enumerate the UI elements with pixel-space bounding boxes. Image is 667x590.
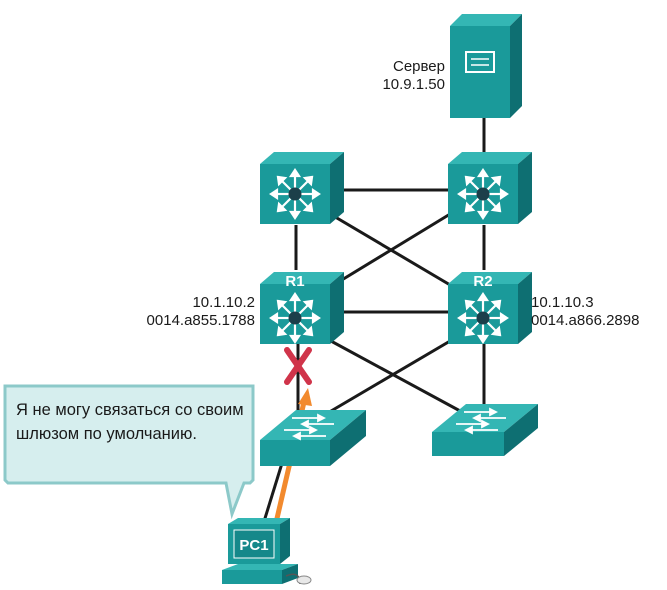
link-failure-icon xyxy=(284,347,312,385)
access-switch-2-icon xyxy=(432,404,538,456)
pc1-label: PC1 xyxy=(239,537,268,554)
r1-ip: 10.1.10.2 xyxy=(192,294,255,311)
link-r1-accsw2 xyxy=(317,332,463,414)
server-ip: 10.9.1.50 xyxy=(382,76,445,93)
speech-bubble xyxy=(3,384,255,520)
access-switch-1-icon xyxy=(260,410,366,466)
link-sw2-r1 xyxy=(321,206,461,294)
r2-label: R2 xyxy=(473,273,492,290)
r2-mac: 0014.a866.2898 xyxy=(531,312,640,329)
bubble-text: Я не могу связаться со своим шлюзом по у… xyxy=(16,401,244,443)
multilayer-switch-1-icon xyxy=(260,152,344,224)
r2-router-icon: R2 xyxy=(448,272,532,344)
pc1-icon: PC1 xyxy=(222,518,312,585)
links xyxy=(260,118,486,529)
server-icon xyxy=(450,14,522,118)
r1-label: R1 xyxy=(285,273,304,290)
server-name: Сервер xyxy=(392,58,445,75)
link-accsw1-pc1 xyxy=(260,459,285,529)
r1-mac: 0014.a855.1788 xyxy=(146,312,255,329)
r2-ip: 10.1.10.3 xyxy=(531,294,594,311)
r1-router-icon: R1 xyxy=(260,272,344,344)
multilayer-switch-2-icon xyxy=(448,152,532,224)
